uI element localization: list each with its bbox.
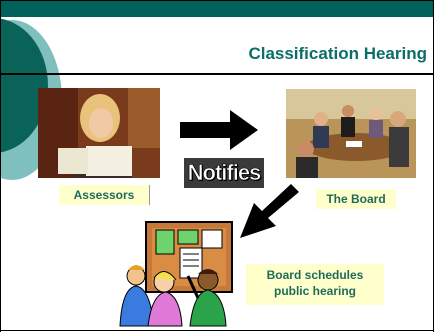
divider-rule bbox=[1, 73, 433, 75]
header-bar bbox=[1, 1, 433, 17]
frame-bottom bbox=[0, 330, 434, 331]
board-caption: The Board bbox=[316, 189, 396, 209]
frame-left bbox=[0, 0, 1, 332]
arrow-right-icon bbox=[180, 110, 260, 150]
assessors-caption: Assessors bbox=[59, 185, 149, 205]
slide-title: Classification Hearing bbox=[248, 44, 427, 63]
assessors-photo bbox=[38, 88, 160, 178]
hearing-line-1: Board schedules bbox=[266, 268, 364, 282]
notifies-label: Notifies bbox=[184, 158, 264, 188]
bulletin-board-clipart bbox=[118, 218, 238, 328]
frame-top bbox=[0, 0, 434, 1]
arrow-down-left-icon bbox=[236, 184, 302, 242]
hearing-line-2: public hearing bbox=[273, 284, 356, 298]
board-label: The Board bbox=[326, 192, 386, 206]
frame-right bbox=[433, 0, 434, 332]
caption-divider bbox=[149, 185, 150, 205]
hearing-caption: Board schedules public hearing bbox=[246, 264, 384, 305]
assessors-label: Assessors bbox=[73, 188, 135, 202]
board-photo bbox=[286, 89, 416, 178]
